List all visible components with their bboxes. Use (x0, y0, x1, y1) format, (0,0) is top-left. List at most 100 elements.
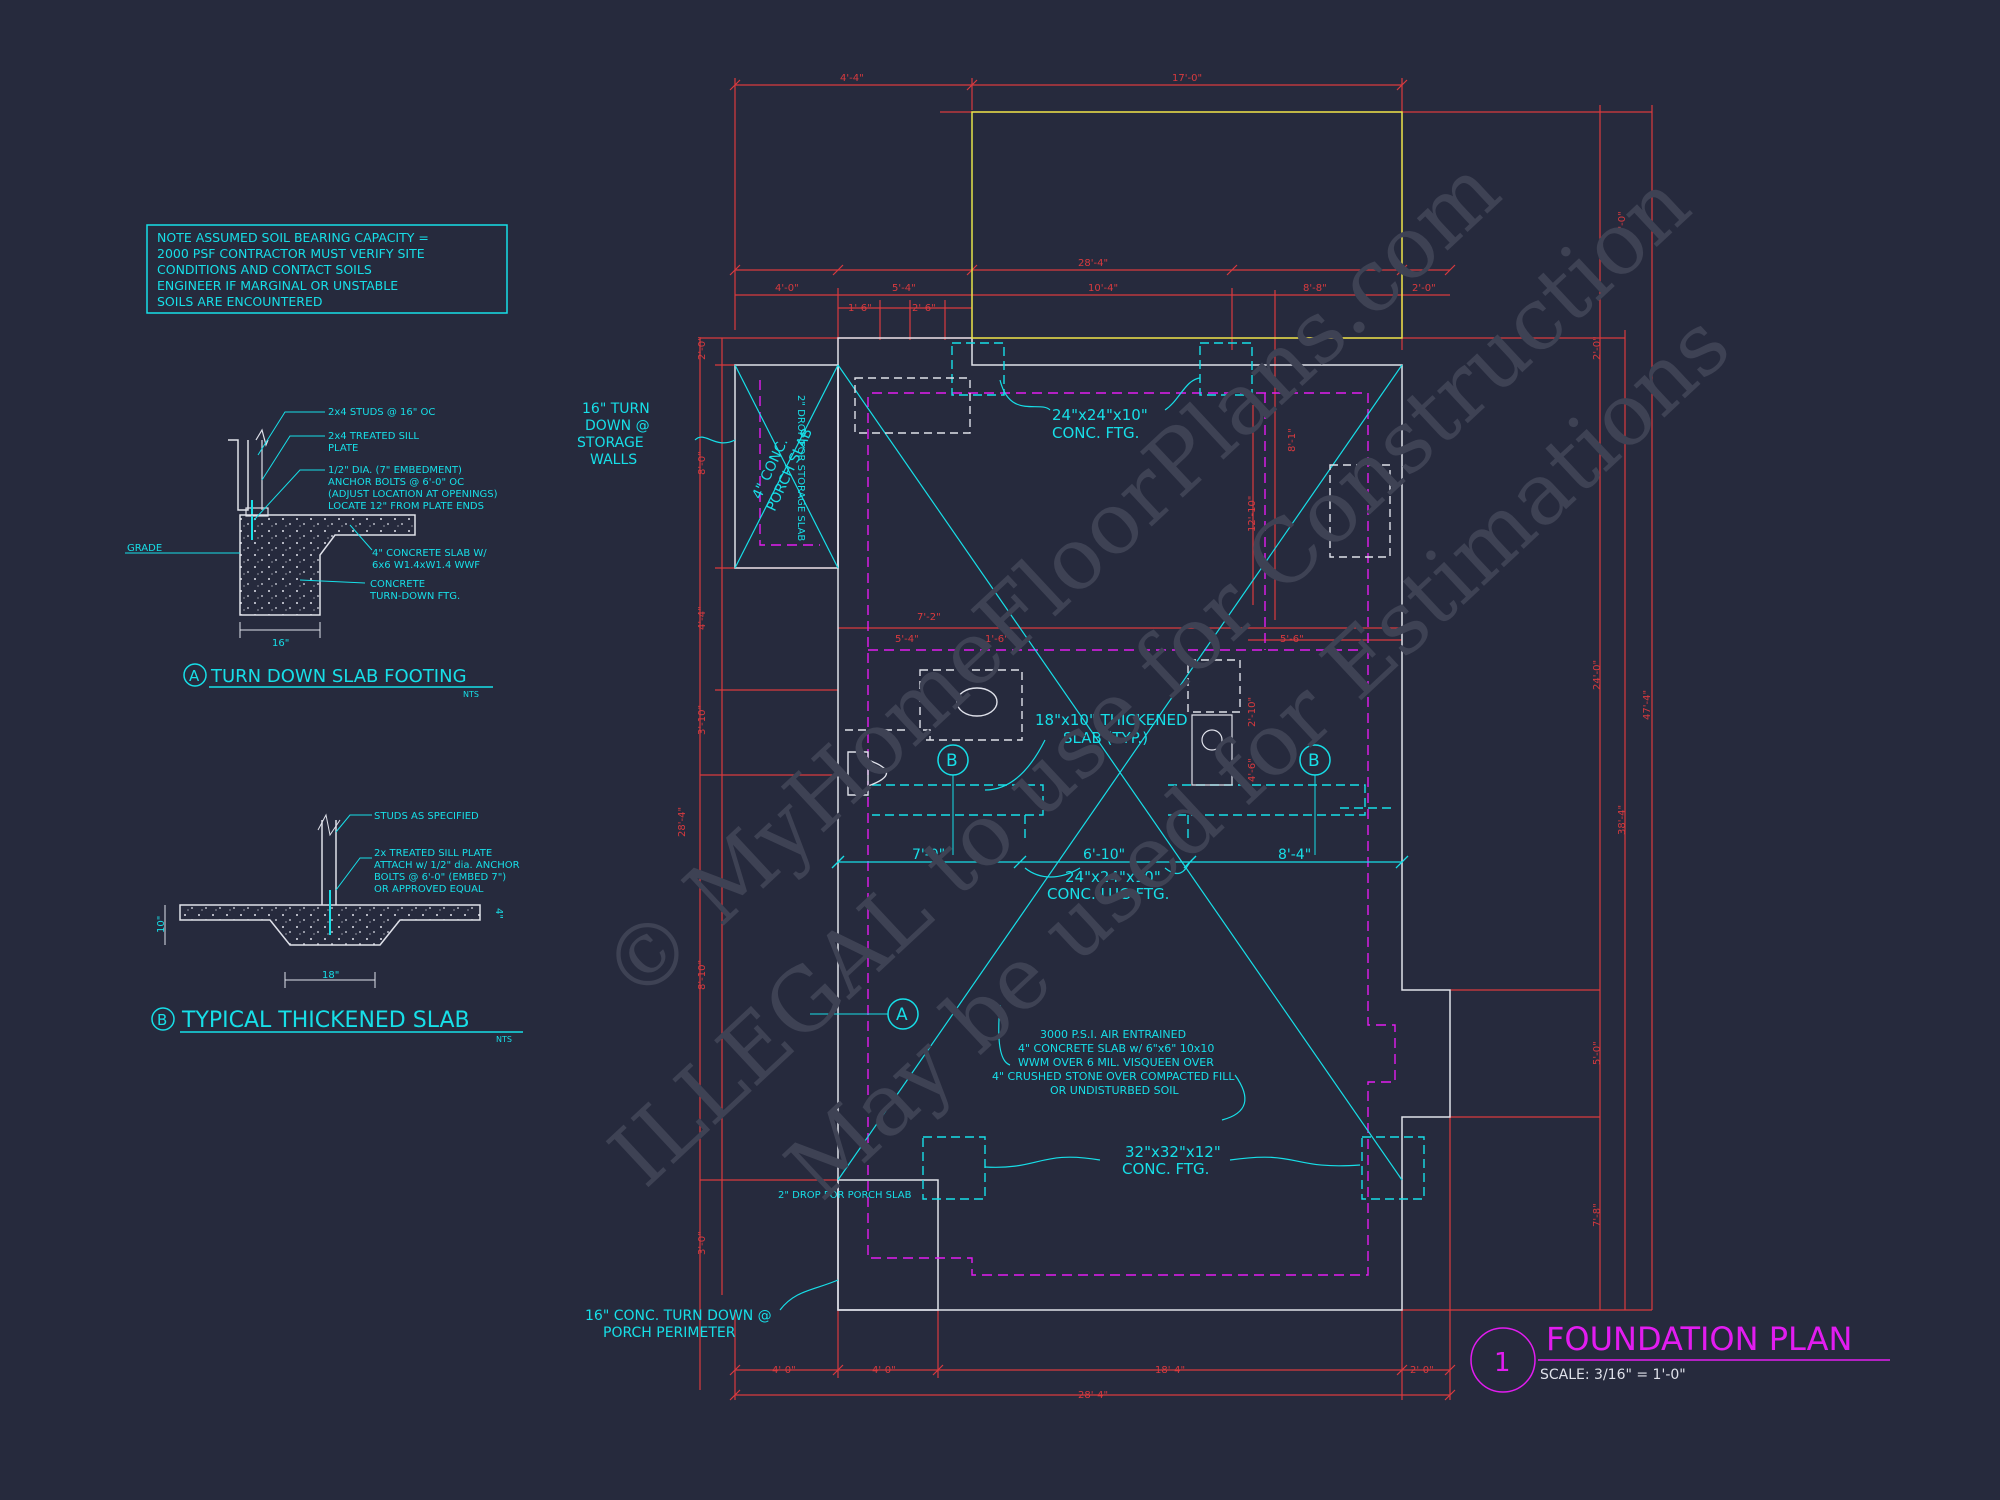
dim-left-3: 4'-4" (697, 606, 708, 630)
dim-top-10: 2'-6" (912, 303, 936, 314)
thickened-slab-line-2: SLAB (TYP.) (1063, 729, 1148, 747)
detail-b-depth: 10" (156, 916, 167, 933)
slab-diagonals (734, 364, 1403, 1181)
plan-title: FOUNDATION PLAN (1546, 1320, 1852, 1358)
dim-top-2: 17'-0" (1172, 73, 1202, 84)
detail-b-note-2: 2x TREATED SILL PLATE (374, 848, 492, 859)
dim-top-6: 10'-4" (1088, 283, 1118, 294)
dim-int-8: 8'-1" (1287, 428, 1298, 452)
porch-perimeter-line-2: PORCH PERIMETER (603, 1325, 736, 1341)
soil-note-line-2: 2000 PSF CONTRACTOR MUST VERIFY SITE (157, 246, 425, 261)
turn-down-storage-line-1: 16" TURN (582, 401, 650, 417)
detail-a-grade-label: GRADE (127, 543, 162, 554)
plan-scale: SCALE: 3/16" = 1'-0" (1540, 1367, 1686, 1383)
room-dimension-line (831, 855, 1409, 869)
detail-a-note-10: CONCRETE (370, 579, 425, 590)
turn-down-storage-line-4: WALLS (590, 452, 637, 468)
drop-porch-label: 2" DROP FOR PORCH SLAB (778, 1190, 912, 1201)
detail-a-note-8: 4" CONCRETE SLAB W/ (372, 548, 487, 559)
ftg-32-line-2: CONC. FTG. (1122, 1160, 1209, 1178)
slab-spec-line-2: 4" CONCRETE SLAB w/ 6"x6" 10x10 (1018, 1042, 1214, 1055)
dim-top-8: 2'-0" (1412, 283, 1436, 294)
lug-ftg-line-1: 24"x24"x10" (1065, 868, 1161, 886)
detail-a-note-3: PLATE (328, 443, 358, 454)
section-markers: B B A (810, 744, 1331, 1030)
detail-a-note-1: 2x4 STUDS @ 16" OC (328, 407, 435, 418)
dim-left-5: 28'-4" (677, 807, 688, 837)
dim-int-1: 7'-2" (917, 612, 941, 623)
title-block: 1 FOUNDATION PLAN SCALE: 3/16" = 1'-0" (1470, 1320, 1890, 1393)
footing-outlines (872, 342, 1425, 1200)
dim-int-3: 1'-6" (985, 634, 1009, 645)
dim-int-2: 5'-4" (895, 634, 919, 645)
dim-left-7: 3'-0" (697, 1231, 708, 1255)
dim-int-11: 4'-6" (1247, 758, 1258, 782)
dim-int-4: 5'-6" (1280, 634, 1304, 645)
soil-note-line-5: SOILS ARE ENCOUNTERED (157, 294, 323, 309)
plumbing-fixtures (845, 377, 1391, 741)
detail-a-note-9: 6x6 W1.4xW1.4 WWF (372, 560, 480, 571)
thickened-slab-line-1: 18"x10" THICKENED (1035, 711, 1188, 729)
tub-icon (1191, 714, 1233, 786)
drop-storage-label: 2" DROP FOR STORAGE SLAB (795, 395, 806, 541)
foundation-plan: B B A 16" TURN DOWN @ STOR (577, 73, 1653, 1401)
detail-b-scale: NTS (496, 1035, 512, 1044)
dim-right-5: 38'-4" (1617, 805, 1628, 835)
dim-right-4: 47'-4" (1642, 690, 1653, 720)
detail-b-note-4: BOLTS @ 6'-0" (EMBED 7") (374, 872, 506, 883)
slab-spec-line-1: 3000 P.S.I. AIR ENTRAINED (1040, 1028, 1186, 1041)
detail-a-note-4: 1/2" DIA. (7" EMBEDMENT) (328, 465, 462, 476)
detail-a-note-6: (ADJUST LOCATION AT OPENINGS) (328, 489, 498, 500)
dim-bottom-5: 28'-4" (1078, 1390, 1108, 1401)
soil-note-line-3: CONDITIONS AND CONTACT SOILS (157, 262, 372, 277)
leader-lines (694, 377, 1361, 1311)
dim-top-3: 28'-4" (1078, 258, 1108, 269)
detail-a-width: 16" (272, 638, 289, 649)
drawing-number: 1 (1494, 1348, 1511, 1378)
dim-right-3: 24'-0" (1592, 660, 1603, 690)
soil-note-line-1: NOTE ASSUMED SOIL BEARING CAPACITY = (157, 230, 429, 245)
dim-int-7: 8'-4" (1278, 847, 1311, 863)
detail-a-note-7: LOCATE 12" FROM PLATE ENDS (328, 501, 484, 512)
detail-b-note-5: OR APPROVED EQUAL (374, 884, 484, 895)
dim-top-1: 4'-4" (840, 73, 864, 84)
dim-right-6: 5'-0" (1592, 1041, 1603, 1065)
detail-b-marker: B (157, 1011, 167, 1029)
soil-note-line-4: ENGINEER IF MARGINAL OR UNSTABLE (157, 278, 398, 293)
interior-wall-lines (759, 380, 1396, 1276)
plan-labels: 16" TURN DOWN @ STORAGE WALLS 4" CONC. P… (577, 395, 1235, 1341)
detail-a-note-11: TURN-DOWN FTG. (369, 591, 460, 602)
turn-down-storage-line-3: STORAGE (577, 435, 644, 451)
dim-top-5: 5'-4" (892, 283, 916, 294)
porch-perimeter-line-1: 16" CONC. TURN DOWN @ (585, 1308, 772, 1324)
detail-a-note-2: 2x4 TREATED SILL (328, 431, 419, 442)
dim-left-2: 8'-0" (697, 451, 708, 475)
building-outline (734, 337, 1451, 1311)
dim-right-7: 7'-8" (1592, 1203, 1603, 1227)
dimension-lines (699, 78, 1653, 1401)
detail-b-title: TYPICAL THICKENED SLAB (181, 1008, 470, 1033)
slab-spec-line-3: WWM OVER 6 MIL. VISQUEEN OVER (1018, 1056, 1214, 1069)
sink-icon (956, 687, 998, 717)
lug-ftg-line-2: CONC. LUG FTG. (1047, 885, 1169, 903)
slab-spec-line-4: 4" CRUSHED STONE OVER COMPACTED FILL (992, 1070, 1235, 1083)
dim-left-4: 3'-10" (697, 705, 708, 735)
dim-top-7: 8'-8" (1303, 283, 1327, 294)
detail-b-width: 18" (322, 970, 339, 981)
dim-left-1: 2'-0" (697, 336, 708, 360)
detail-a-title: TURN DOWN SLAB FOOTING (210, 666, 467, 687)
dim-int-10: 2'-10" (1247, 697, 1258, 727)
soil-note: NOTE ASSUMED SOIL BEARING CAPACITY = 200… (146, 224, 508, 314)
ftg-32-line-1: 32"x32"x12" (1125, 1143, 1221, 1161)
conc-ftg-24-line-2: CONC. FTG. (1052, 424, 1139, 442)
dim-top-4: 4'-0" (775, 283, 799, 294)
dim-int-5: 7'-0" (912, 847, 945, 863)
slab-spec-line-5: OR UNDISTURBED SOIL (1050, 1084, 1180, 1097)
detail-b-note-1: STUDS AS SPECIFIED (374, 811, 479, 822)
detail-a-scale: NTS (463, 690, 479, 699)
dim-bottom-2: 4'-0" (872, 1365, 896, 1376)
detail-a-marker: A (189, 667, 200, 685)
detail-b-slab-thickness: 4" (493, 908, 504, 919)
dim-bottom-1: 4'-0" (772, 1365, 796, 1376)
